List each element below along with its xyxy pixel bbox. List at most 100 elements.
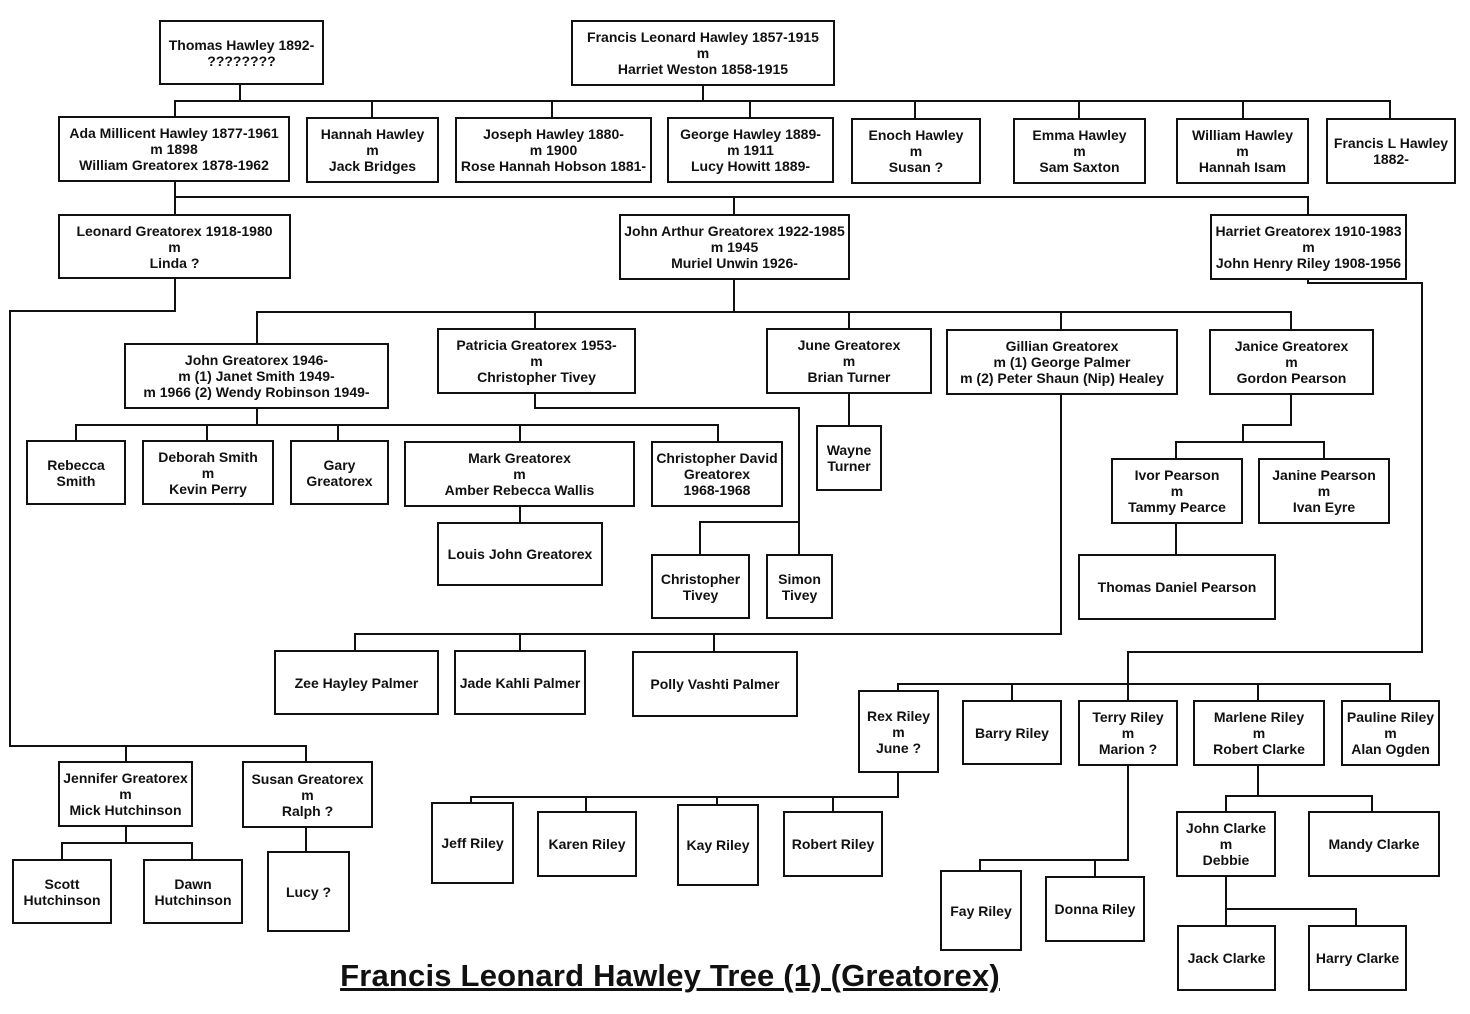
person-line: Harriet Weston 1858-1915 [617,61,789,77]
person-line: Jeff Riley [441,835,504,851]
person-line: Greatorex [306,472,373,489]
person-line: Greatorex [683,466,751,482]
person-line: Lucy Howitt 1889- [690,158,811,174]
person-box-karen: Karen Riley [537,811,637,877]
person-line: Wayne [826,442,872,458]
person-line: m (2) Peter Shaun (Nip) Healey [960,370,1164,386]
person-line: Patricia Greatorex 1953- [456,337,617,353]
person-line: Terry Riley [1092,709,1164,725]
person-line: Tivey [781,586,818,603]
person-box-fay: Fay Riley [940,870,1022,951]
person-line: Polly Vashti Palmer [650,676,780,692]
person-line: Rose Hannah Hobson 1881- [460,158,647,174]
person-line: Simon [778,570,821,587]
person-box-mandy: Mandy Clarke [1308,811,1440,877]
person-box-jack: Jack Clarke [1177,925,1276,991]
person-line: June ? [875,739,922,756]
person-line: Jade Kahli Palmer [459,674,581,691]
person-line: Harriet Greatorex 1910-1983 [1215,223,1402,239]
person-line: Hannah Isam [1198,159,1287,175]
person-line: m [201,464,215,481]
person-line: m [696,45,710,61]
person-line: Rebecca [47,456,105,473]
person-line: Zee Hayley Palmer [294,674,419,691]
person-box-louis: Louis John Greatorex [437,522,603,586]
person-line: m [168,238,181,255]
person-line: Muriel Unwin 1926- [671,255,798,271]
person-line: William Hawley [1191,127,1294,143]
person-line: m [301,786,314,803]
person-box-polly: Polly Vashti Palmer [632,651,798,717]
person-line: Ralph ? [281,802,334,819]
person-line: Linda ? [149,254,200,271]
person-line: Smith [56,472,96,489]
person-line: Tammy Pearce [1128,499,1226,515]
person-box-zee: Zee Hayley Palmer [274,650,439,715]
person-line: Robert Riley [791,836,875,852]
person-line: Marion ? [1098,741,1158,757]
person-line: Deborah Smith [158,448,258,465]
person-line: Rex Riley [866,707,931,724]
person-line: Christopher David [656,450,778,466]
person-line: Jack Clarke [1187,950,1266,966]
person-line: m [366,142,379,158]
person-line: Emma Hawley [1032,127,1127,143]
person-box-barry: Barry Riley [962,700,1062,765]
person-line: Susan Greatorex [251,770,364,787]
person-line: m (1) Janet Smith 1949- [178,368,335,384]
person-line: Karen Riley [548,836,626,852]
person-line: Ada Millicent Hawley 1877-1961 [69,125,279,141]
person-line: John Arthur Greatorex 1922-1985 [624,223,845,239]
person-line: Thomas Hawley 1892- [168,36,315,53]
person-line: John Greatorex 1946- [184,352,329,368]
person-box-jade: Jade Kahli Palmer [454,650,586,715]
person-box-thomas-daniel: Thomas Daniel Pearson [1078,554,1276,620]
person-line: Ivor Pearson [1134,467,1220,483]
person-box-donna: Donna Riley [1045,876,1145,942]
person-line: Louis John Greatorex [447,546,593,562]
person-line: m 1945 [710,239,759,255]
person-line: Tivey [682,586,719,603]
person-line: Christopher Tivey [477,369,596,385]
person-line: m [513,466,526,482]
person-line: Robert Clarke [1213,741,1305,757]
person-line: m [1121,725,1135,741]
person-box-thomas-hawley: Thomas Hawley 1892-???????? [159,20,324,85]
person-line: Amber Rebecca Wallis [444,482,595,498]
person-line: Alan Ogden [1351,741,1430,757]
person-line: Kevin Perry [169,480,247,497]
person-line: m [119,786,132,802]
person-line: Gillian Greatorex [1005,338,1119,354]
person-line: Francis Leonard Hawley 1857-1915 [587,29,819,45]
person-line: m [1219,836,1233,852]
person-line: Marlene Riley [1213,709,1305,725]
person-line: m 1900 [529,142,578,158]
person-line: June Greatorex [797,337,901,353]
person-line: Fay Riley [950,902,1012,919]
person-line: Mick Hutchinson [69,802,182,818]
person-line: Harry Clarke [1315,950,1400,966]
person-line: Dawn [174,875,212,892]
